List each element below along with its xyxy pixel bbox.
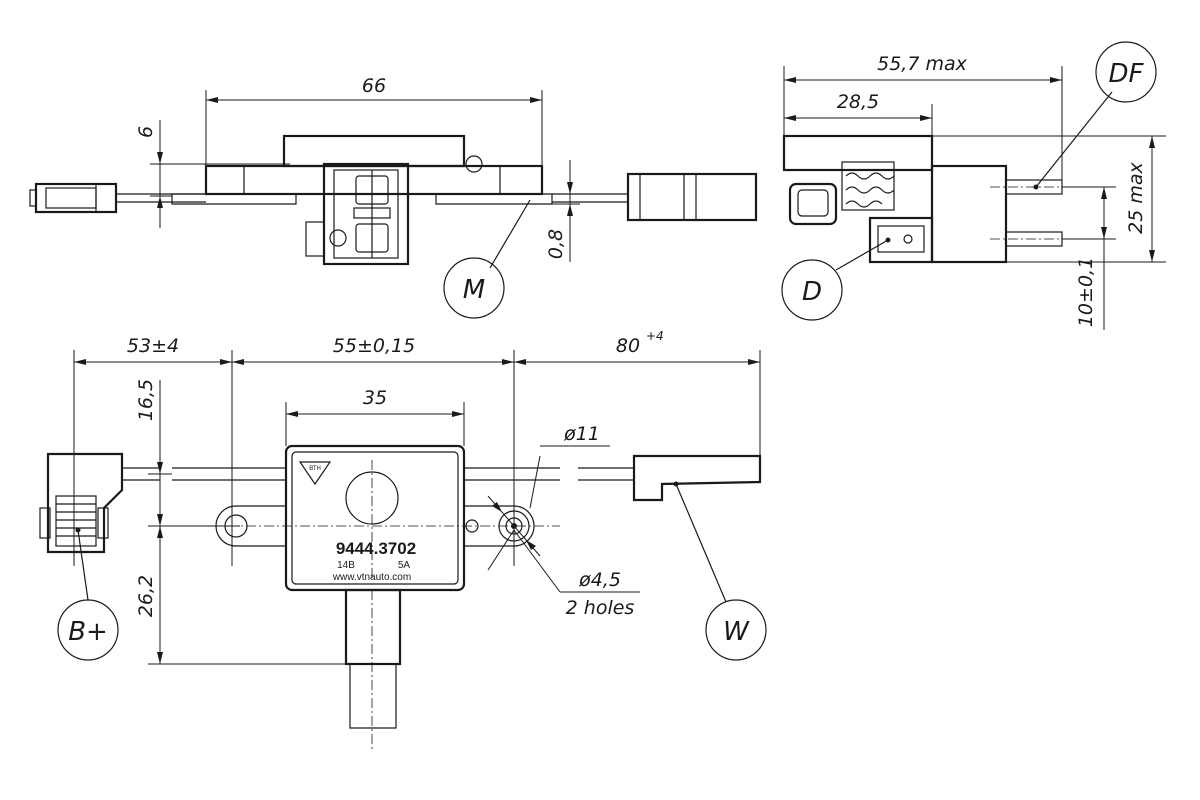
dim-80-label: 80 [616,335,640,357]
dim-10: 10±0,1 [1062,186,1116,330]
top-left-connector [29,182,118,214]
dim-6-label: 6 [135,126,157,138]
dim-d11-label: ø11 [563,423,600,445]
callout-b-plus-label: B+ [68,617,108,647]
dim-6: 6 [135,120,290,228]
dim-35-label: 35 [363,387,387,409]
top-right-connector [626,172,758,222]
body-logo: ВТН [309,466,321,472]
callout-df: DF [1033,41,1157,190]
dim-25max-label: 25 max [1125,161,1147,233]
dim-66: 66 [205,75,543,166]
dim-80: 80 +4 [514,329,761,456]
dim-262-label: 26,2 [135,575,157,617]
dim-d45: ø4,5 2 holes [487,529,640,619]
dim-d11: ø11 [487,423,610,557]
callout-w-label: W [723,617,750,647]
top-body [171,134,553,266]
dim-80-tolerance: +4 [646,329,664,343]
dim-557-label: 55,7 max [877,53,967,75]
dim-25max: 25 max [932,135,1166,263]
side-body [782,134,1063,264]
lower-cable [344,588,402,750]
side-view: 55,7 max 28,5 25 max 10±0,1 [781,41,1166,330]
callout-w: W [673,481,767,661]
body-website: www.vtnauto.com [332,572,411,583]
dim-66-label: 66 [362,75,386,97]
dim-262: 26,2 [135,526,346,665]
dim-d45-label: ø4,5 [578,569,621,591]
dim-285: 28,5 [784,91,933,166]
dim-53: 53±4 [73,335,233,566]
b-plus-connector [39,452,124,554]
dim-53-label: 53±4 [127,335,179,357]
dim-08: 0,8 [545,160,580,262]
dim-08-label: 0,8 [545,229,567,259]
w-connector [632,454,762,502]
dim-10-label: 10±0,1 [1075,257,1097,327]
body-part-number: 9444.3702 [336,539,416,558]
body-voltage: 14B [337,560,355,571]
dim-165-label: 16,5 [135,379,157,421]
bottom-view: ВТН 9444.3702 14B 5A www.vtnauto.com 53±… [39,329,767,750]
dim-35: 35 [285,387,465,446]
dim-557: 55,7 max [783,53,1063,180]
body-current: 5A [398,560,411,571]
dim-55: 55±0,15 [232,335,515,566]
dim-d45-holes: 2 holes [566,597,635,619]
dim-165: 16,5 [135,379,240,527]
regulator-body: ВТН 9444.3702 14B 5A www.vtnauto.com [284,444,466,592]
callout-m-label: M [463,275,485,305]
callout-df-label: DF [1109,59,1145,89]
callout-d: D [781,237,891,321]
dim-55-label: 55±0,15 [333,335,415,357]
callout-d-label: D [802,277,822,307]
callout-b-plus: B+ [57,527,119,661]
dim-285-label: 28,5 [837,91,879,113]
callout-m: M [443,199,531,319]
top-view: 66 6 0,8 M [29,75,758,319]
